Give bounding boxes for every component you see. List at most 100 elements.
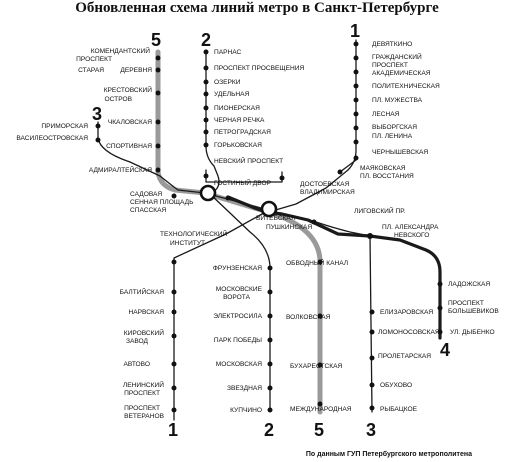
station-label: БУХАРЕСТСКАЯ bbox=[290, 363, 343, 370]
station-dot bbox=[155, 119, 161, 125]
station-label: ПЛ. АЛЕКСАНДРА bbox=[382, 224, 439, 231]
station-label: ЛОМОНОСОВСКАЯ bbox=[378, 329, 440, 336]
station-label: САДОВАЯ bbox=[130, 191, 162, 198]
station-label: ПРОСПЕКТ bbox=[124, 390, 160, 397]
station-dot bbox=[369, 382, 375, 388]
station-label: ГОСТИНЫЙ ДВОР bbox=[214, 178, 272, 187]
station-label: СТАРАЯ bbox=[78, 67, 104, 74]
line-1-track bbox=[173, 39, 357, 421]
station-dot bbox=[155, 143, 161, 149]
station-dot bbox=[437, 329, 443, 335]
station-dot bbox=[267, 407, 273, 413]
station-dot bbox=[155, 90, 161, 96]
station-dot bbox=[353, 125, 359, 131]
station-label: НЕВСКОГО bbox=[394, 232, 429, 239]
station-label: НАРВСКАЯ bbox=[129, 309, 165, 316]
station-label: ОБВОДНЫЙ КАНАЛ bbox=[286, 258, 348, 267]
line-number-5-top: 5 bbox=[151, 30, 161, 50]
transfer-hub-pushkinskaya bbox=[260, 200, 278, 218]
station-label: КУПЧИНО bbox=[230, 407, 262, 414]
station-dot bbox=[203, 65, 209, 71]
station-label: ЛАДОЖСКАЯ bbox=[448, 281, 490, 288]
station-dot bbox=[155, 55, 161, 61]
station-dot bbox=[353, 111, 359, 117]
station-label: МАЯКОВСКАЯ bbox=[360, 165, 406, 172]
station-label: КРЕСТОВСКИЙ bbox=[104, 85, 153, 94]
station-label: ПОЛИТЕХНИЧЕСКАЯ bbox=[372, 83, 440, 90]
station-dot bbox=[203, 79, 209, 85]
station-label: ОБУХОВО bbox=[380, 382, 412, 389]
station-dot bbox=[171, 309, 177, 315]
station-label: ГОРЬКОВСКАЯ bbox=[214, 142, 262, 149]
station-label: ВИТЕБСКАЯ bbox=[256, 215, 296, 222]
station-dot bbox=[203, 91, 209, 97]
station-dot bbox=[353, 97, 359, 103]
line-number-1-top: 1 bbox=[350, 21, 360, 41]
station-dot bbox=[171, 385, 177, 391]
station-dot bbox=[317, 362, 323, 368]
station-label: МЕЖДУНАРОДНАЯ bbox=[290, 406, 352, 413]
station-dot bbox=[203, 105, 209, 111]
station-label: ЗАВОД bbox=[126, 338, 149, 345]
station-dot bbox=[155, 67, 161, 73]
station-label: ДЕВЯТКИНО bbox=[372, 41, 412, 48]
station-label: ПАРНАС bbox=[214, 49, 242, 56]
station-dot bbox=[225, 195, 231, 201]
station-label: ВОЛКОВСКАЯ bbox=[286, 314, 331, 321]
station-label: ПРИМОРСКАЯ bbox=[41, 123, 88, 130]
station-dot bbox=[267, 289, 273, 295]
station-label: ОЗЕРКИ bbox=[214, 79, 241, 86]
station-dot bbox=[171, 361, 177, 367]
station-dot bbox=[369, 405, 375, 411]
station-dot bbox=[171, 193, 177, 199]
line-2-track bbox=[205, 49, 271, 411]
station-dot bbox=[95, 123, 101, 129]
station-label: ФРУНЗЕНСКАЯ bbox=[213, 265, 262, 272]
station-label: ЕЛИЗАРОВСКАЯ bbox=[380, 309, 433, 316]
station-label: ПАРК ПОБЕДЫ bbox=[214, 337, 262, 344]
station-label: МОСКОВСКИЕ bbox=[216, 286, 263, 293]
station-dot bbox=[353, 83, 359, 89]
station-label: ЭЛЕКТРОСИЛА bbox=[213, 313, 262, 320]
station-dot bbox=[317, 259, 323, 265]
station-dot bbox=[337, 169, 343, 175]
station-label: ПРОСПЕКТ bbox=[124, 405, 160, 412]
line-3-track bbox=[97, 121, 373, 413]
station-label: ЛИГОВСКИЙ ПР. bbox=[354, 206, 405, 215]
station-label: ПРОСПЕКТ bbox=[372, 62, 408, 69]
line-number-1-bottom: 1 bbox=[168, 420, 178, 440]
station-dot bbox=[353, 155, 359, 161]
line-4-track bbox=[226, 195, 442, 340]
station-dot bbox=[203, 129, 209, 135]
station-label: ВЛАДИМИРСКАЯ bbox=[300, 189, 355, 196]
station-dot bbox=[171, 259, 177, 265]
station-label: БОЛЬШЕВИКОВ bbox=[448, 308, 499, 315]
station-label: БАЛТИЙСКАЯ bbox=[120, 287, 165, 296]
station-dot bbox=[437, 305, 443, 311]
station-label: ПЕТРОГРАДСКАЯ bbox=[214, 129, 271, 136]
station-label: УЛ. ДЫБЕНКО bbox=[450, 329, 495, 336]
station-label: ВЕТЕРАНОВ bbox=[124, 413, 164, 420]
station-label: МОСКОВСКАЯ bbox=[216, 361, 262, 368]
station-label: АВТОВО bbox=[123, 361, 150, 368]
line-number-2-bottom: 2 bbox=[264, 420, 274, 440]
station-dot bbox=[317, 313, 323, 319]
station-label: ПРОСПЕКТ bbox=[448, 300, 484, 307]
station-label: ОСТРОВ bbox=[105, 96, 133, 103]
station-dot bbox=[171, 289, 177, 295]
station-label: ЧЕРНЫШЕВСКАЯ bbox=[372, 149, 428, 156]
station-label: ГРАЖДАНСКИЙ bbox=[372, 52, 422, 61]
station-dot bbox=[369, 355, 375, 361]
station-dot bbox=[267, 265, 273, 271]
line-number-2-top: 2 bbox=[201, 30, 211, 50]
station-label: ПЛ. ЛЕНИНА bbox=[372, 133, 413, 140]
station-label: СПАССКАЯ bbox=[130, 207, 167, 214]
station-label: ДОСТОЕВСКАЯ bbox=[300, 181, 350, 188]
line-number-3-bottom: 3 bbox=[366, 420, 376, 440]
station-label: ВАСИЛЕОСТРОВСКАЯ bbox=[16, 135, 88, 142]
station-label: КИРОВСКИЙ bbox=[124, 328, 164, 337]
station-dot bbox=[95, 137, 101, 143]
station-label: ЗВЕЗДНАЯ bbox=[227, 385, 262, 392]
station-label: УДЕЛЬНАЯ bbox=[214, 91, 250, 98]
station-label: ПИОНЕРСКАЯ bbox=[214, 105, 260, 112]
